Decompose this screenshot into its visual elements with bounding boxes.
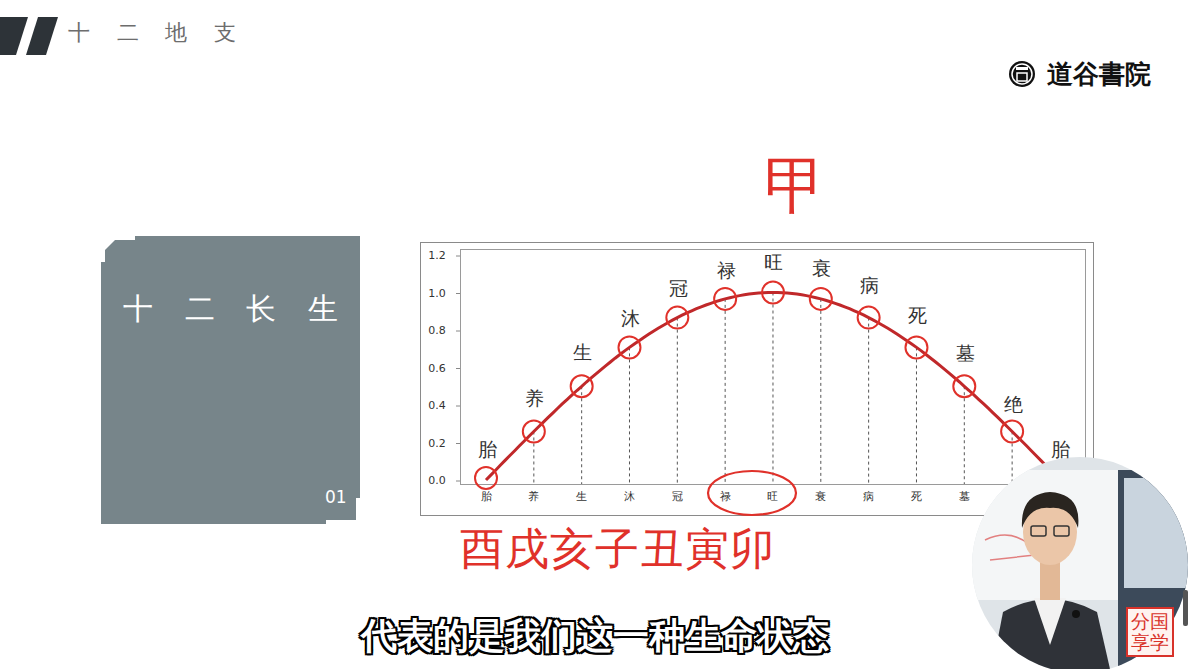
hand-circle — [523, 420, 545, 442]
whiteboard — [972, 470, 1120, 600]
title-bar — [0, 17, 28, 55]
axis-label: 胎 — [481, 491, 492, 503]
hand-note: 甲 — [764, 152, 826, 220]
curve-label: 胎 — [1051, 439, 1070, 460]
curve-label: 禄 — [717, 260, 736, 281]
grid-line — [1012, 431, 1013, 484]
webcam-wall — [960, 450, 1189, 669]
curve-label: 墓 — [956, 343, 975, 364]
hand-circle — [1001, 420, 1023, 442]
axis-label: 1.2 — [428, 250, 446, 262]
person-mic — [1072, 610, 1080, 618]
axis-label: 0.6 — [428, 362, 446, 374]
curve-line — [486, 293, 1060, 481]
curve-label: 衰 — [812, 258, 831, 279]
grid-line — [916, 347, 917, 484]
axis-label: 死 — [911, 491, 922, 503]
hand-circle — [714, 288, 736, 310]
curve-label: 病 — [860, 275, 879, 296]
hand-circle — [762, 282, 784, 304]
slide-title: 十 二 地 支 — [68, 21, 247, 45]
axis-tick — [456, 406, 460, 407]
curve-label: 养 — [525, 388, 544, 409]
axis-label: 0.2 — [428, 437, 446, 449]
logo-text: 道谷書院 — [1047, 60, 1151, 89]
webcam-view — [960, 450, 1189, 669]
axis-tick — [456, 481, 460, 482]
hand-circles — [475, 282, 1071, 490]
person-glasses — [1054, 526, 1069, 536]
axis-tick — [456, 293, 460, 294]
grid-line — [629, 347, 630, 484]
hand-circle — [475, 467, 497, 489]
title-bar — [26, 17, 58, 55]
stamp-box: 分国享学 — [1126, 607, 1174, 657]
axis-label: 墓 — [959, 491, 970, 503]
logo-icon — [1012, 64, 1032, 84]
axis-label: 旺 — [767, 491, 778, 503]
person-vest — [992, 599, 1110, 669]
axis-label: 0.0 — [428, 475, 446, 487]
axis-label: 养 — [528, 491, 539, 503]
axis-tick — [456, 443, 460, 444]
scrollbar — [1183, 590, 1188, 626]
grid-line — [677, 318, 678, 484]
hand-circle — [708, 471, 796, 515]
curve-label: 生 — [573, 342, 592, 363]
panel-corners — [101, 236, 360, 524]
plot-area — [461, 250, 1086, 485]
logo-icon — [1017, 73, 1027, 81]
axis-tick — [456, 368, 460, 369]
grid-line — [772, 293, 773, 485]
subtitle: 代表的是我们这一种生命状态 — [361, 616, 829, 656]
person-shirt — [1034, 598, 1066, 645]
hand-circle — [858, 307, 880, 329]
axis-label: 生 — [576, 491, 587, 503]
curve-label: 绝 — [1004, 394, 1023, 415]
screen-frame — [1118, 470, 1189, 669]
grid-line — [533, 431, 534, 484]
curve-label: 死 — [908, 305, 927, 326]
person-neck — [1040, 560, 1060, 600]
axis-label: 衰 — [815, 491, 826, 503]
hand-circle — [905, 336, 927, 358]
screen — [1124, 478, 1189, 588]
panel-corner — [101, 236, 135, 262]
axis-tick — [456, 331, 460, 332]
panel-title: 十 二 长 生 — [101, 292, 360, 325]
grid-line — [868, 318, 869, 484]
grid-line — [964, 386, 965, 484]
grid-line — [820, 299, 821, 484]
hand-circle — [953, 375, 975, 397]
axis-label: 1.0 — [428, 287, 446, 299]
grid-line — [725, 299, 726, 484]
axis-label: 禄 — [720, 491, 731, 503]
curve-label: 冠 — [669, 278, 688, 299]
grid-line — [581, 386, 582, 484]
axis-tick — [456, 256, 460, 257]
hand-circle — [810, 288, 832, 310]
axis-label: 病 — [863, 491, 874, 503]
person-glasses — [1031, 526, 1046, 536]
curve-label: 胎 — [478, 439, 497, 460]
panel-number: 01 — [325, 488, 347, 507]
logo-icon — [1016, 67, 1028, 70]
chart-frame — [421, 243, 1094, 516]
axis-label: 冠 — [672, 491, 683, 503]
person-hair — [1022, 492, 1079, 528]
grid-lines — [456, 256, 1012, 484]
hand-circle — [618, 336, 640, 358]
axis-label: 沐 — [624, 491, 635, 503]
axis-label: 0.4 — [428, 400, 446, 412]
hand-circle — [571, 375, 593, 397]
logo-icon — [1009, 61, 1035, 87]
curve-label: 沐 — [621, 308, 640, 329]
axis-label: 0.8 — [428, 325, 446, 337]
section-panel: 十 二 长 生 01 — [101, 236, 360, 524]
hand-note: 酉戌亥子丑寅卯 — [460, 526, 775, 574]
curve-label: 旺 — [764, 252, 783, 273]
stamp-text: 分国享学 — [1131, 611, 1169, 653]
hand-circle — [666, 307, 688, 329]
panel-corner — [101, 236, 119, 254]
